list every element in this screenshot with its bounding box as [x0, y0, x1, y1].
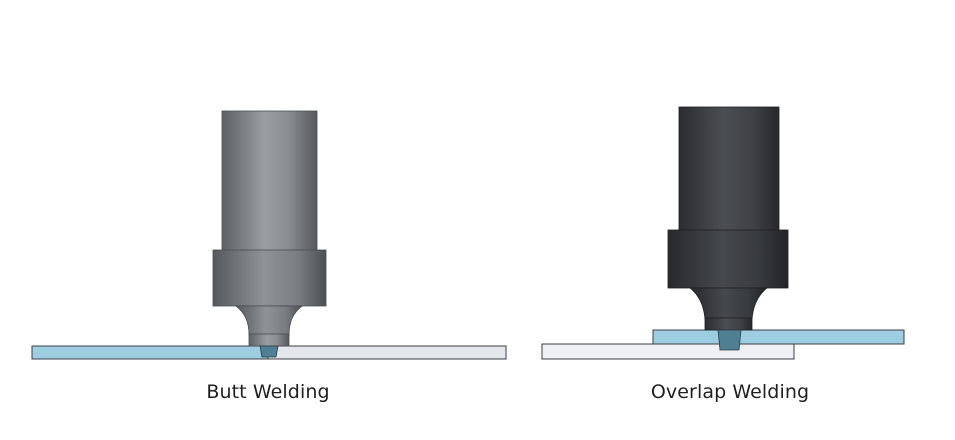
overlap-welding-diagram — [541, 106, 905, 360]
butt-left-plate — [31, 345, 269, 360]
butt-tool-pin — [259, 345, 279, 358]
butt-welding-diagram — [31, 110, 507, 360]
overlap-tool-shoulder — [688, 287, 769, 320]
butt-right-plate — [267, 345, 507, 360]
butt-welding-caption: Butt Welding — [206, 381, 330, 403]
butt-tool-shoulder-base — [248, 333, 290, 347]
overlap-tool-collar — [667, 229, 789, 289]
overlap-top-plate — [652, 329, 905, 345]
overlap-tool-pin — [717, 329, 742, 351]
overlap-tool-shoulder-base — [704, 317, 753, 331]
overlap-welding-caption: Overlap Welding — [650, 381, 810, 403]
overlap-tool-shank — [678, 106, 780, 232]
butt-tool-collar — [212, 249, 327, 307]
butt-tool-shoulder — [234, 305, 304, 336]
overlap-bottom-plate — [541, 343, 795, 360]
butt-tool-shank — [221, 110, 318, 253]
